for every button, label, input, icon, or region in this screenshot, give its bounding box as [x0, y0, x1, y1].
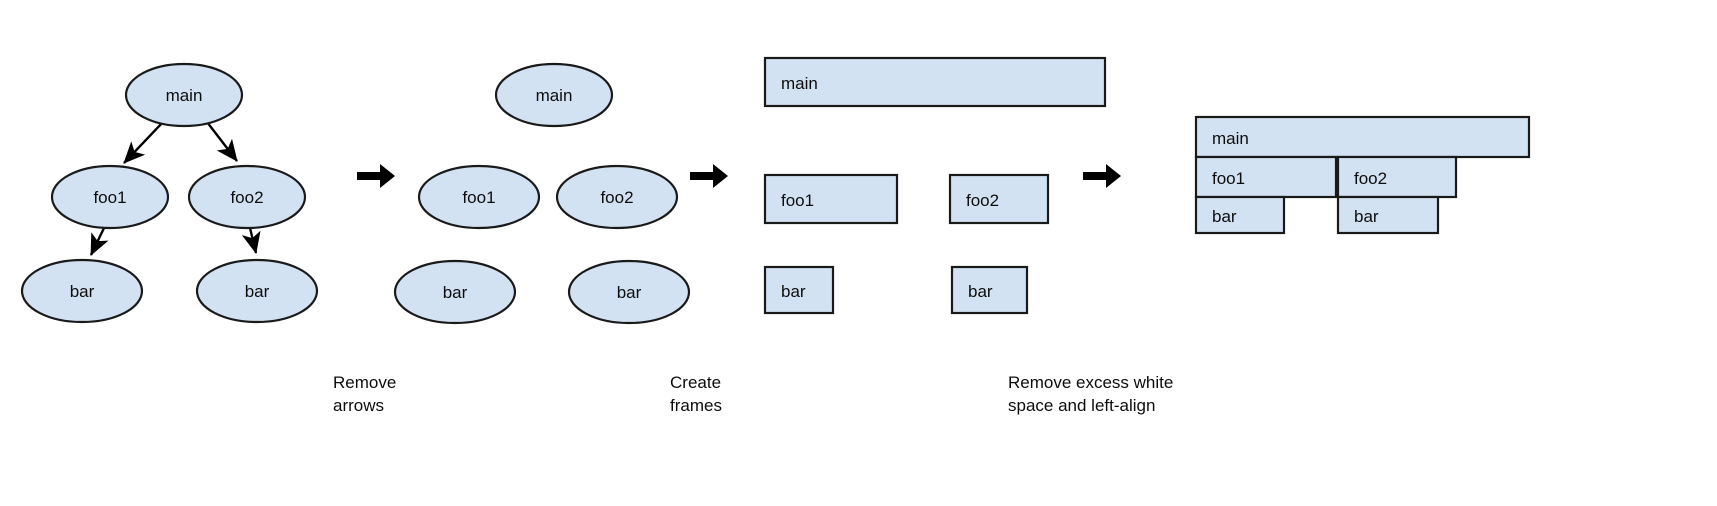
- tree-node-main-label: main: [166, 86, 203, 105]
- noarrow-node-bar2[interactable]: bar: [567, 259, 691, 325]
- flame-node-foo1[interactable]: foo1: [1194, 155, 1338, 199]
- ellipse-bar2[interactable]: [195, 258, 319, 324]
- frame-node-foo1[interactable]: foo1: [763, 173, 899, 225]
- flame-node-foo2-label: foo2: [1354, 169, 1387, 188]
- panel-frames: main foo1 foo2 bar bar: [763, 56, 1107, 315]
- frame-node-bar1[interactable]: bar: [763, 265, 835, 315]
- tree-node-bar2-label: bar: [245, 282, 270, 301]
- rect-bar2[interactable]: [950, 265, 1029, 315]
- step-arrow-2-icon: [690, 164, 728, 188]
- ellipse-main[interactable]: [124, 62, 244, 128]
- rect-bar1[interactable]: [1194, 195, 1286, 235]
- tree-node-foo1-label: foo1: [93, 188, 126, 207]
- frame-node-bar2-label: bar: [968, 282, 993, 301]
- caption-remove-arrows-line-2: arrows: [333, 396, 384, 415]
- tree-node-foo2-label: foo2: [230, 188, 263, 207]
- frame-node-foo2-label: foo2: [966, 191, 999, 210]
- noarrow-node-bar1-label: bar: [443, 283, 468, 302]
- rect-foo1[interactable]: [763, 173, 899, 225]
- flame-node-bar2-label: bar: [1354, 207, 1379, 226]
- tree-node-bar1[interactable]: bar: [20, 258, 144, 324]
- step-arrow-3-icon: [1083, 164, 1121, 188]
- tree-node-bar1-label: bar: [70, 282, 95, 301]
- noarrow-node-foo2[interactable]: foo2: [555, 164, 679, 230]
- caption-create-frames-line-1: Create: [670, 373, 721, 392]
- noarrow-node-main-label: main: [536, 86, 573, 105]
- ellipse-foo2[interactable]: [187, 164, 307, 230]
- noarrow-node-foo1[interactable]: foo1: [417, 164, 541, 230]
- frame-node-foo2[interactable]: foo2: [948, 173, 1050, 225]
- flame-node-foo1-label: foo1: [1212, 169, 1245, 188]
- edge-main-foo2: [206, 121, 238, 162]
- noarrow-node-foo1-label: foo1: [462, 188, 495, 207]
- tree-node-foo1[interactable]: foo1: [50, 164, 170, 230]
- caption-remove-space-line-2: space and left-align: [1008, 396, 1155, 415]
- tree-edges: [89, 121, 261, 256]
- tree-node-main[interactable]: main: [124, 62, 244, 128]
- rect-main[interactable]: [763, 56, 1107, 108]
- frame-node-bar2[interactable]: bar: [950, 265, 1029, 315]
- frame-node-main[interactable]: main: [763, 56, 1107, 108]
- flame-node-bar2[interactable]: bar: [1336, 195, 1440, 235]
- ellipse-foo1[interactable]: [50, 164, 170, 230]
- caption-create-frames-line-2: frames: [670, 396, 722, 415]
- flame-node-bar1[interactable]: bar: [1194, 195, 1286, 235]
- caption-remove-space-line-1: Remove excess white: [1008, 373, 1173, 392]
- rect-foo2[interactable]: [1336, 155, 1458, 199]
- noarrow-node-main[interactable]: main: [494, 62, 614, 128]
- ellipse-bar2[interactable]: [567, 259, 691, 325]
- flame-node-bar1-label: bar: [1212, 207, 1237, 226]
- step-arrow-1-icon: [357, 164, 395, 188]
- edge-main-foo1: [123, 121, 164, 164]
- ellipse-foo1[interactable]: [417, 164, 541, 230]
- caption-remove-arrows-line-1: Remove: [333, 373, 396, 392]
- noarrow-node-bar1[interactable]: bar: [393, 259, 517, 325]
- frame-node-main-label: main: [781, 74, 818, 93]
- ellipse-bar1[interactable]: [20, 258, 144, 324]
- rect-bar2[interactable]: [1336, 195, 1440, 235]
- panel-flame-graph: main foo1 foo2 bar bar: [1194, 115, 1531, 235]
- caption-create-frames: Create frames: [670, 373, 722, 415]
- rect-bar1[interactable]: [763, 265, 835, 315]
- noarrow-node-bar2-label: bar: [617, 283, 642, 302]
- panel-call-tree: main foo1 foo2 bar bar: [20, 62, 319, 324]
- edge-foo2-bar2: [241, 227, 261, 254]
- noarrow-node-foo2-label: foo2: [600, 188, 633, 207]
- ellipse-bar1[interactable]: [393, 259, 517, 325]
- ellipse-main[interactable]: [494, 62, 614, 128]
- rect-foo2[interactable]: [948, 173, 1050, 225]
- tree-node-foo2[interactable]: foo2: [187, 164, 307, 230]
- ellipse-foo2[interactable]: [555, 164, 679, 230]
- flame-node-main-label: main: [1212, 129, 1249, 148]
- edge-foo1-bar1: [89, 227, 109, 256]
- flame-node-foo2[interactable]: foo2: [1336, 155, 1458, 199]
- frame-node-bar1-label: bar: [781, 282, 806, 301]
- caption-remove-arrows: Remove arrows: [333, 373, 396, 415]
- frame-node-foo1-label: foo1: [781, 191, 814, 210]
- tree-node-bar2[interactable]: bar: [195, 258, 319, 324]
- flame-node-main[interactable]: main: [1194, 115, 1531, 159]
- panel-no-arrows: main foo1 foo2 bar bar: [393, 62, 691, 325]
- caption-remove-excess-white-space: Remove excess white space and left-align: [1008, 373, 1173, 415]
